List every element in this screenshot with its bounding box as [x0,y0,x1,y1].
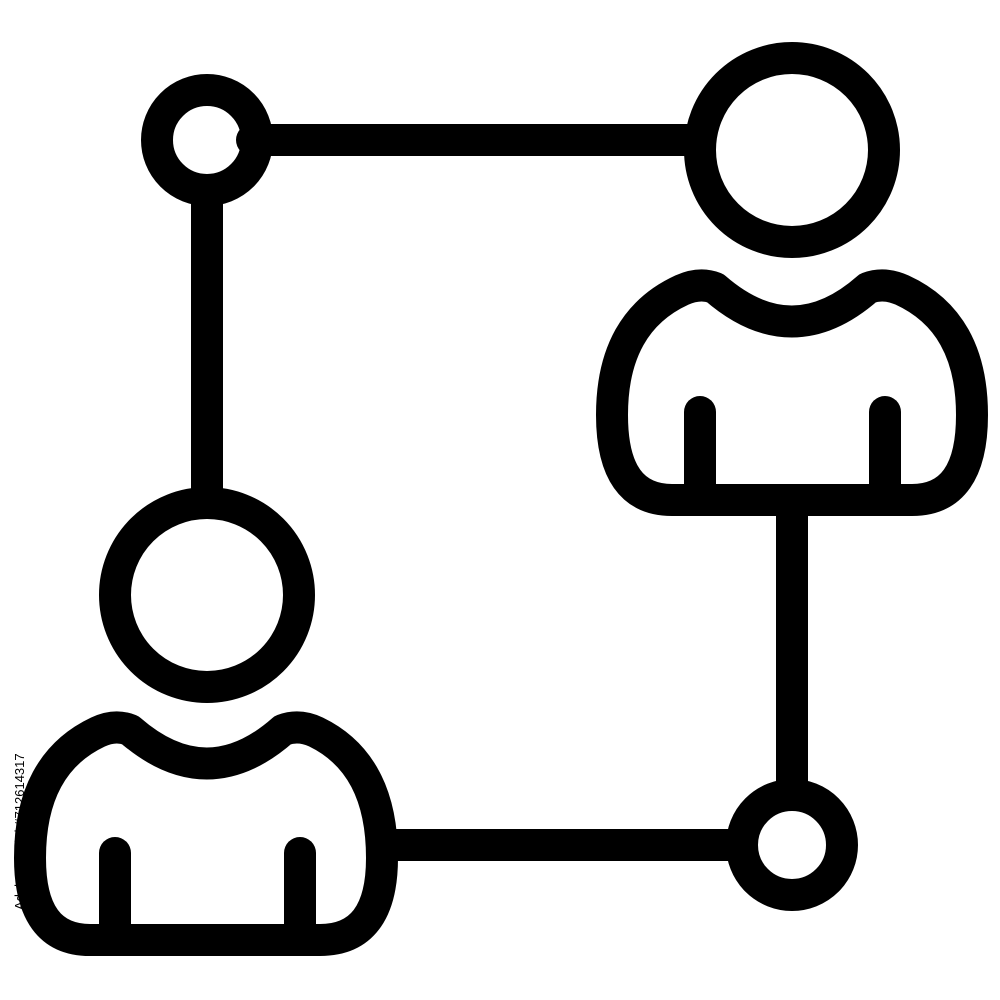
top-right-person-body [596,269,988,516]
top-right-person-head [684,42,900,258]
top-right-person-icon [596,42,988,516]
connection-lines [191,124,808,861]
stock-watermark-id: Adobe Stock | #712614317 [12,753,27,910]
bottom-right-node-icon [726,779,858,911]
bottom-left-person-icon [14,487,398,956]
bottom-left-person-head [99,487,315,703]
bottom-left-person-body [14,711,398,956]
top-left-node-icon [141,74,273,206]
